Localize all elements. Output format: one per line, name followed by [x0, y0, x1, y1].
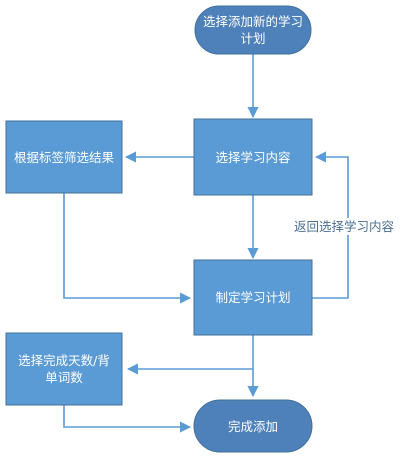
edge-filter-to-make-plan — [63, 193, 192, 304]
finish-label: 完成添加 — [227, 418, 278, 434]
select-content-label: 选择学习内容 — [215, 149, 291, 165]
edge-choose-days-to-finish — [63, 405, 192, 433]
make-plan-box — [193, 259, 313, 336]
start-label: 选择添加新的学习计划 — [202, 14, 303, 46]
choose-days-words-box — [5, 332, 123, 406]
return-edge-label: 返回选择学习内容 — [293, 218, 396, 235]
filter-by-tags-box — [5, 120, 123, 194]
select-content-box — [193, 118, 313, 196]
choose-days-words-label: 选择完成天数/背单词数 — [18, 353, 110, 385]
filter-by-tags-label: 根据标签筛选结果 — [13, 149, 114, 165]
make-plan-label: 制定学习计划 — [215, 290, 291, 305]
start-terminal — [194, 5, 312, 55]
finish-terminal — [193, 399, 313, 453]
